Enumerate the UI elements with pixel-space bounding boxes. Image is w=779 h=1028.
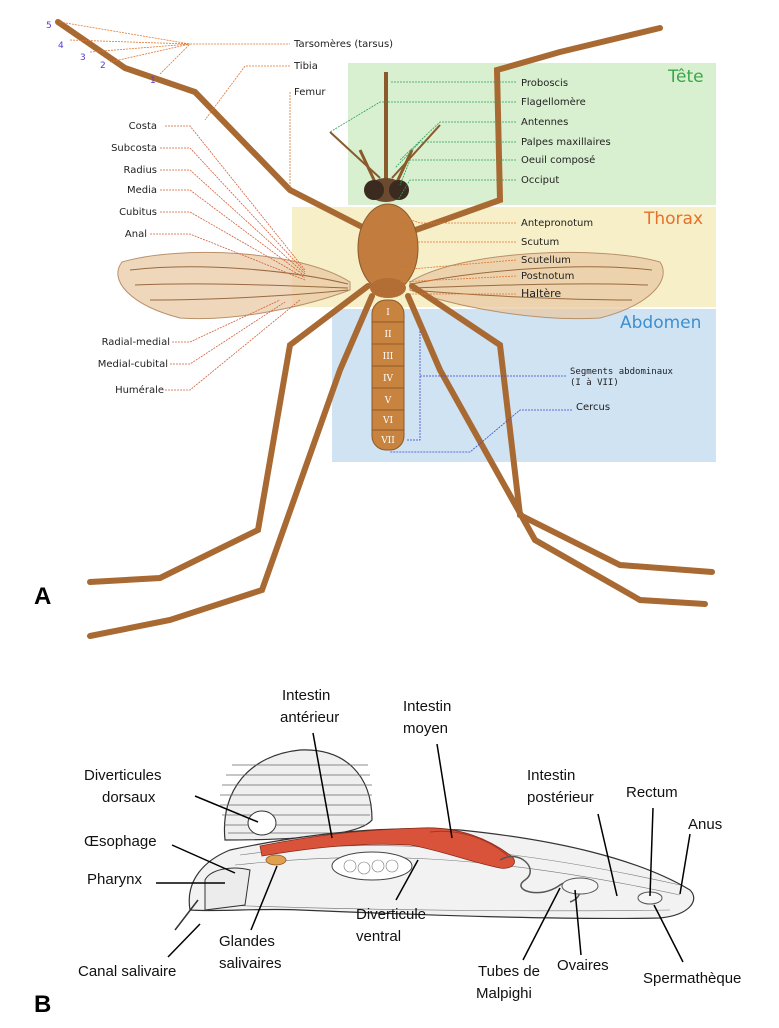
label-postnotum: Postnotum	[521, 271, 574, 282]
label-diverticules-dorsaux-line1: Diverticules	[84, 767, 162, 784]
label-occiput: Occiput	[521, 175, 559, 186]
label-canal-salivaire: Canal salivaire	[78, 963, 176, 980]
label-subcosta: Subcosta	[111, 143, 157, 154]
label-antepronotum: Antepronotum	[521, 218, 593, 229]
label-costa: Costa	[129, 121, 157, 132]
label-pharynx: Pharynx	[87, 871, 143, 888]
panel-b: Intestin antérieur Intestin moyen Intest…	[34, 687, 741, 1018]
segment-numeral: VI	[382, 416, 393, 426]
label-palpes-maxillaires: Palpes maxillaires	[521, 137, 611, 148]
label-radial-medial: Radial-medial	[102, 337, 170, 348]
label-medial-cubital: Medial-cubital	[98, 359, 168, 370]
region-title-abdomen: Abdomen	[620, 313, 701, 333]
segment-numeral: IV	[383, 374, 394, 384]
label-proboscis: Proboscis	[521, 78, 568, 89]
label-glandes-salivaires-line1: Glandes	[219, 933, 275, 950]
segment-numeral: III	[383, 352, 394, 362]
label-intestin-moyen-line2: moyen	[403, 720, 448, 737]
label-intestin-anterieur-line1: Intestin	[282, 687, 330, 704]
label-diverticule-ventral-line1: Diverticule	[356, 906, 426, 923]
panel-letter-b: B	[34, 991, 51, 1018]
label-anal: Anal	[125, 229, 147, 240]
segment-numeral: VII	[380, 436, 395, 446]
label-diverticules-dorsaux-line2: dorsaux	[102, 789, 156, 806]
tarsus-number: 2	[100, 61, 106, 71]
label-scutellum: Scutellum	[521, 255, 571, 266]
label-intestin-anterieur-line2: antérieur	[280, 709, 339, 726]
label-anus: Anus	[688, 816, 722, 833]
label-glandes-salivaires-line2: salivaires	[219, 955, 282, 972]
label-antennes: Antennes	[521, 117, 568, 128]
tarsus-number: 1	[150, 76, 156, 86]
label-ovaires: Ovaires	[557, 957, 609, 974]
label-diverticule-ventral-line2: ventral	[356, 928, 401, 945]
tarsus-number: 4	[58, 41, 64, 51]
label-tarsomeres: Tarsomères (tarsus)	[293, 38, 393, 50]
label-oesophage: Œsophage	[84, 833, 157, 850]
tarsus-number: 3	[80, 53, 86, 63]
label-media: Media	[127, 185, 157, 196]
region-title-tete: Tête	[667, 67, 704, 87]
label-intestin-moyen-line1: Intestin	[403, 698, 451, 715]
label-flagellomere: Flagellomère	[521, 96, 586, 108]
panel-a: Tête Thorax Abdomen	[34, 21, 716, 636]
panel-letter-a: A	[34, 583, 51, 610]
label-cercus: Cercus	[576, 402, 610, 413]
segment-numeral: I	[386, 308, 390, 318]
region-title-thorax: Thorax	[643, 209, 703, 229]
label-scutum: Scutum	[521, 237, 559, 248]
label-tubes-malpighi-line1: Tubes de	[478, 963, 540, 980]
internal-anatomy-drawing	[175, 750, 694, 930]
label-segments-range: (I à VII)	[570, 378, 619, 388]
label-rectum: Rectum	[626, 784, 678, 801]
label-spermatheque: Spermathèque	[643, 970, 741, 987]
label-cubitus: Cubitus	[119, 207, 157, 218]
label-segments-abdominaux: Segments abdominaux	[570, 367, 674, 377]
label-tibia: Tibia	[293, 61, 318, 72]
label-haltere: Haltère	[521, 287, 561, 300]
label-intestin-posterieur-line2: postérieur	[527, 789, 594, 806]
label-humerale: Humérale	[115, 384, 164, 396]
segment-numeral: II	[384, 330, 392, 340]
label-femur: Femur	[294, 87, 326, 98]
tarsus-number: 5	[46, 21, 52, 31]
label-oeuil-compose: Oeuil composé	[521, 154, 595, 166]
segment-numeral: V	[384, 396, 392, 406]
label-intestin-posterieur-line1: Intestin	[527, 767, 575, 784]
label-radius: Radius	[123, 165, 157, 176]
label-tubes-malpighi-line2: Malpighi	[476, 985, 532, 1002]
